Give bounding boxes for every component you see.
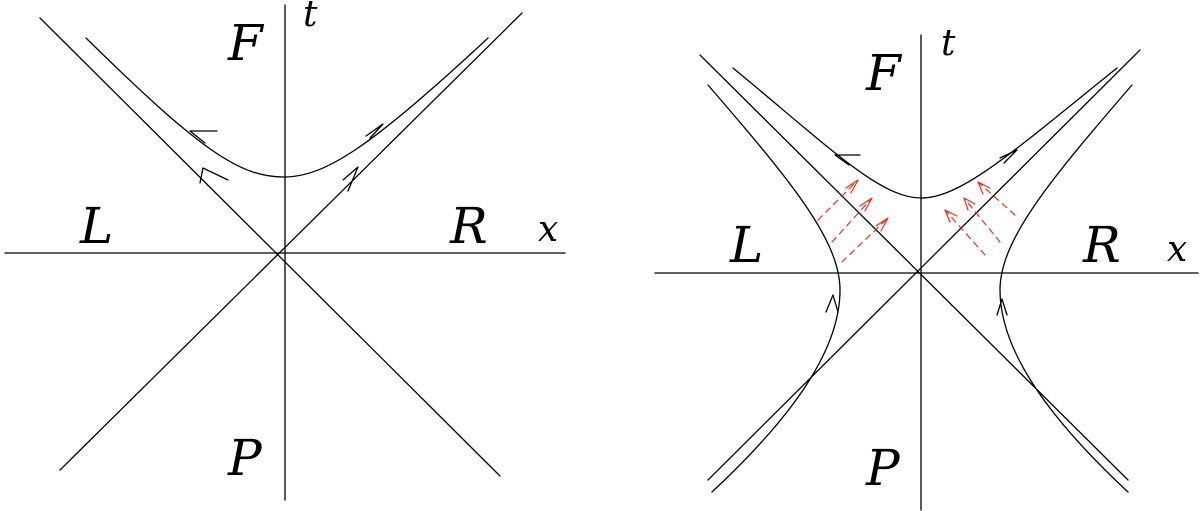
left-light-cone-ascending [59, 12, 523, 471]
right-label-p: P [865, 439, 901, 497]
right-wedge-arrow [996, 298, 1008, 316]
left-signal-1 [817, 179, 859, 221]
right-label-f: F [865, 44, 903, 102]
right-hyperbola-left [707, 84, 841, 493]
right-light-cone-descending [699, 54, 1129, 481]
right-signal-3 [977, 181, 1016, 216]
right-signal-2 [963, 197, 1001, 243]
right-signal-arrow-2 [963, 197, 976, 211]
left-label-f: F [227, 14, 265, 72]
right-hyperbola-right [999, 84, 1133, 493]
left-wedge-arrow [825, 294, 839, 313]
left-label-l: L [79, 197, 113, 255]
right-light-cone-ascending [707, 49, 1141, 481]
left-cone-arrow-left [199, 167, 229, 184]
right-hyperbola-arrow-left [834, 154, 861, 166]
left-label-t: t [303, 0, 318, 35]
right-signals [944, 181, 1016, 256]
left-signal-arrow-1 [845, 179, 859, 194]
right-hyperbola-future [732, 67, 1118, 199]
left-label-r: R [449, 197, 488, 255]
left-hyperbola-future [85, 37, 489, 178]
right-label-r: R [1082, 216, 1121, 274]
left-label-p: P [227, 429, 263, 487]
right-diagram: F t L R x P [654, 23, 1199, 511]
left-hyperbola-arrow-left [189, 130, 218, 144]
right-label-l: L [729, 216, 763, 274]
left-label-x: x [538, 209, 558, 250]
right-signal-arrow-1 [944, 209, 958, 223]
left-signal-arrow-3 [875, 217, 889, 232]
left-signal-arrow-2 [859, 197, 873, 212]
left-diagram: F t L R x P [4, 0, 566, 501]
right-hyperbola-arrow-right [999, 149, 1018, 164]
right-label-t: t [941, 23, 956, 64]
left-hyperbola-arrow-right [365, 123, 384, 139]
left-signal-3 [841, 217, 889, 263]
left-signal-2 [831, 197, 873, 243]
right-label-x: x [1167, 229, 1187, 270]
left-cone-arrow-right [342, 166, 359, 192]
left-signals [817, 179, 889, 263]
right-signal-arrow-3 [977, 181, 991, 195]
left-light-cone-descending [39, 17, 501, 477]
right-signal-1 [944, 209, 986, 256]
